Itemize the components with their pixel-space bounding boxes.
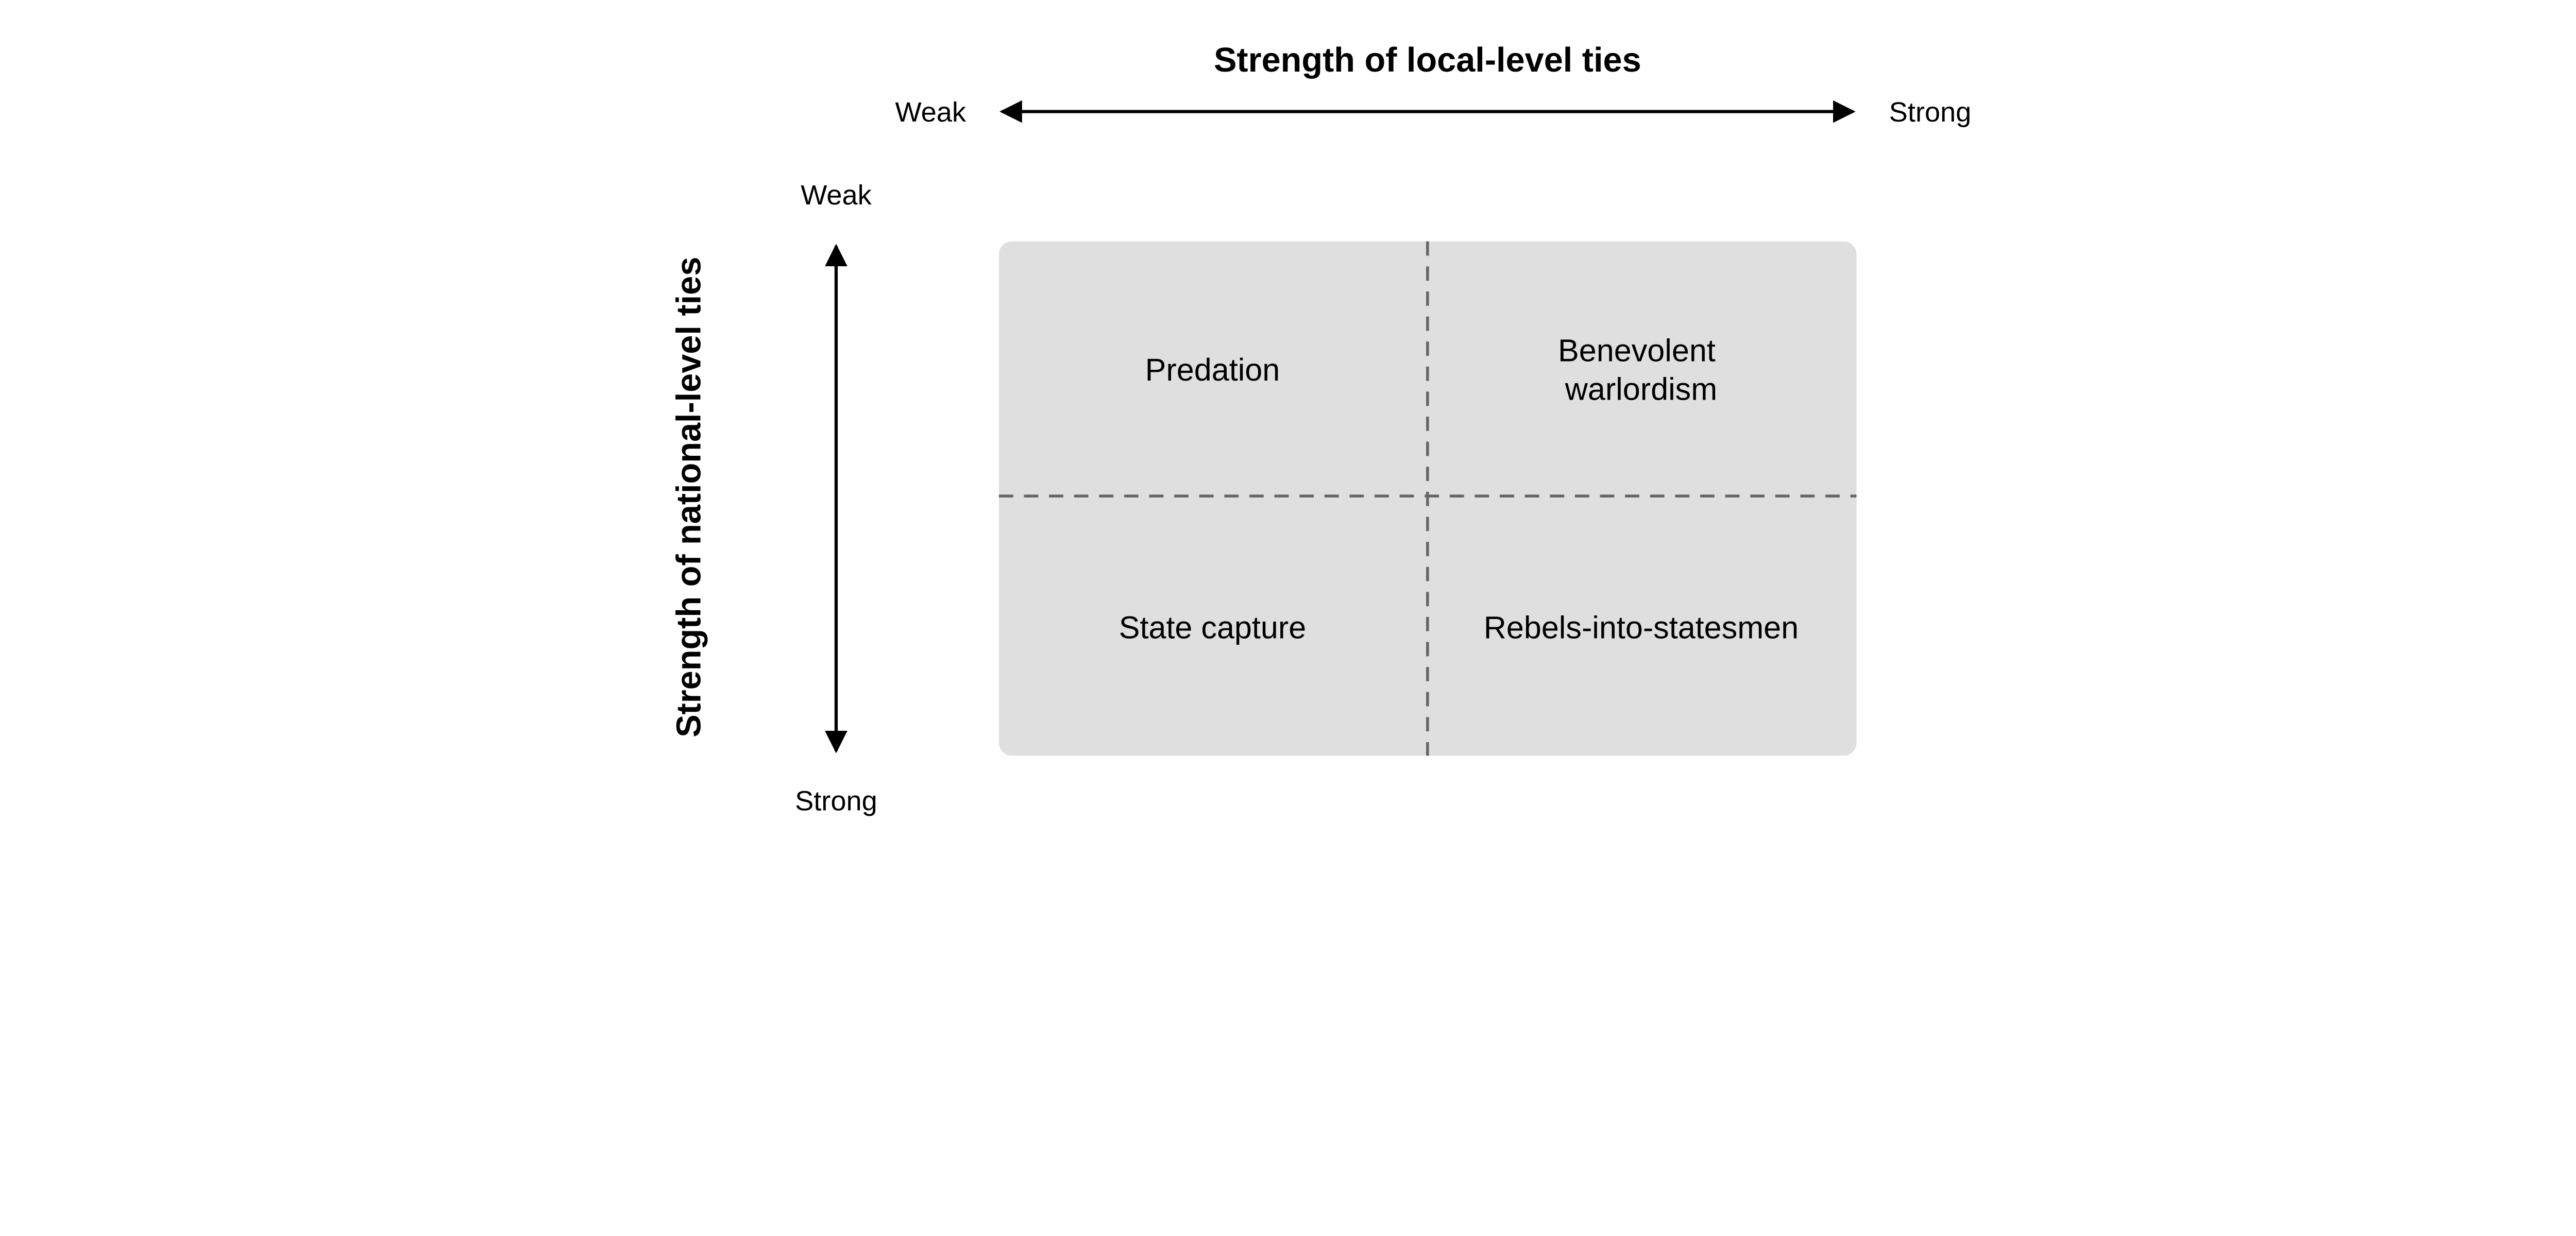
quadrant-bottom-right-label: Rebels-into-statesmen	[1484, 610, 1799, 645]
horizontal-axis-strong-label: Strong	[1889, 97, 1972, 128]
horizontal-axis-weak-label: Weak	[895, 97, 967, 128]
vertical-axis-weak-label: Weak	[801, 180, 872, 211]
quadrant-top-right-label: Benevolent warlordism	[1558, 333, 1724, 406]
vertical-axis-strong-label: Strong	[795, 786, 877, 817]
horizontal-axis-title: Strength of local-level ties	[1214, 41, 1641, 79]
quadrant-bottom-left-label: State capture	[1119, 610, 1307, 645]
typology-diagram: Strength of local-level ties Weak Strong…	[670, 41, 1972, 817]
quadrant-top-left-label: Predation	[1145, 352, 1280, 387]
vertical-axis-title: Strength of national-level ties	[670, 257, 708, 737]
